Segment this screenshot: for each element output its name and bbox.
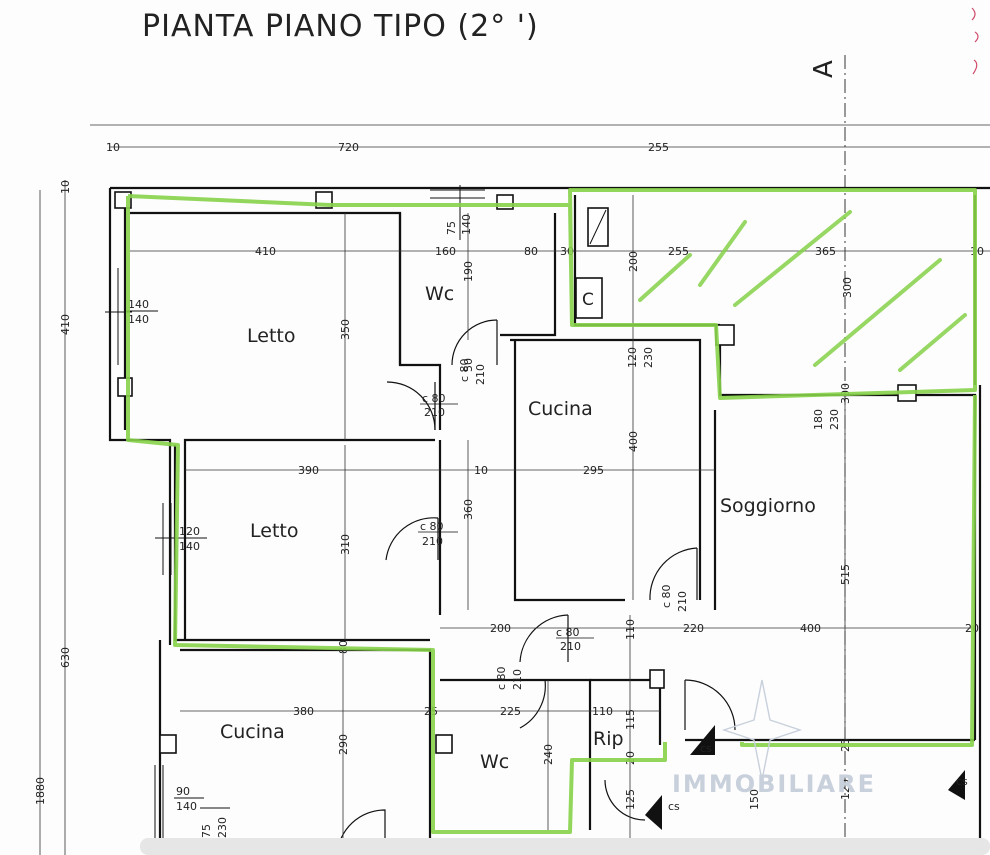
window-dim: 180 xyxy=(812,409,825,430)
dim-label: 1880 xyxy=(34,777,47,805)
dim-label: 240 xyxy=(542,744,555,765)
window-dim: 230 xyxy=(216,817,229,838)
dim-label: 50 xyxy=(462,358,475,372)
room-label-letto: Letto xyxy=(247,325,295,347)
dim-label: 300 xyxy=(841,277,854,298)
window-dim: 120 xyxy=(626,347,639,368)
dim-label: 110 xyxy=(592,705,613,718)
dimension-lines xyxy=(130,195,990,855)
window-dim: 140 xyxy=(128,298,149,311)
door-dim: 210 xyxy=(560,640,581,653)
plan-title: PIANTA PIANO TIPO (2° ') xyxy=(142,9,539,44)
room-label-cavedio: C xyxy=(582,290,594,310)
dim-label: 365 xyxy=(815,245,836,258)
window-dim: 230 xyxy=(828,409,841,430)
dim-label: 400 xyxy=(800,622,821,635)
window-dim: 140 xyxy=(128,313,149,326)
stair-markers xyxy=(645,725,965,830)
dim-label: 225 xyxy=(500,705,521,718)
room-label-ripostiglio: Rip xyxy=(593,728,624,750)
door-dim: c 80 xyxy=(556,626,580,639)
dim-label: 110 xyxy=(624,619,637,640)
watermark-star-icon xyxy=(721,679,803,781)
window-dim: 75 xyxy=(200,824,213,838)
door-dim: 210 xyxy=(424,406,445,419)
door-dim: c 80 xyxy=(660,584,673,608)
dim-label: 120 xyxy=(839,779,852,800)
dim-label: 80 xyxy=(524,245,538,258)
door-dim: c 80 xyxy=(420,520,444,533)
room-label-cucina: Cucina xyxy=(220,721,285,743)
dim-label: 255 xyxy=(668,245,689,258)
window-dim: 230 xyxy=(642,347,655,368)
dim-label: 350 xyxy=(339,319,352,340)
room-label-wc: Wc xyxy=(480,751,509,773)
dim-label: 390 xyxy=(298,464,319,477)
dim-label: 125 xyxy=(624,789,637,810)
room-label-cucina: Cucina xyxy=(528,398,593,420)
room-label-letto: Letto xyxy=(250,520,298,542)
dim-label: 10 xyxy=(474,464,488,477)
dim-label: 220 xyxy=(683,622,704,635)
scan-edge xyxy=(140,838,990,855)
dim-label: 10 xyxy=(59,180,72,194)
dim-label: 200 xyxy=(627,251,640,272)
window-dim: 140 xyxy=(460,214,473,235)
cavedio-box xyxy=(575,277,603,319)
stair-label: cs xyxy=(700,742,712,755)
dim-label: 310 xyxy=(339,534,352,555)
dim-label: 150 xyxy=(748,789,761,810)
window-dim: 75 xyxy=(445,221,458,235)
dim-label: 360 xyxy=(462,499,475,520)
door-dim: c 80 xyxy=(422,392,446,405)
dim-label: 160 xyxy=(435,245,456,258)
dim-label: 200 xyxy=(490,622,511,635)
dim-label: 410 xyxy=(59,314,72,335)
watermark-text: IMMOBILIARE xyxy=(672,770,876,798)
door-dim: c 80 xyxy=(495,666,508,690)
dim-label: 380 xyxy=(293,705,314,718)
room-label-wc: Wc xyxy=(425,283,454,305)
section-marker: A xyxy=(809,60,839,78)
doors xyxy=(336,319,736,855)
dim-label: 190 xyxy=(462,261,475,282)
unit-outline xyxy=(126,188,977,834)
dim-label: 115 xyxy=(624,709,637,730)
room-label-soggiorno: Soggiorno xyxy=(720,495,816,517)
dim-label: 400 xyxy=(627,431,640,452)
dim-label: 10 xyxy=(106,141,120,154)
door-dim: 210 xyxy=(422,535,443,548)
window-dim: 140 xyxy=(179,540,200,553)
window-dim: 140 xyxy=(176,800,197,813)
dim-label: 295 xyxy=(583,464,604,477)
windows xyxy=(105,185,485,840)
dim-label: 290 xyxy=(337,734,350,755)
dim-label: 630 xyxy=(59,647,72,668)
balcony-hatching xyxy=(638,210,967,372)
dim-label: 410 xyxy=(255,245,276,258)
handwritten-note xyxy=(971,7,979,75)
door-dim: 210 xyxy=(676,591,689,612)
dim-label: 515 xyxy=(839,564,852,585)
stair-label: cs xyxy=(956,775,968,788)
stair-label: cs xyxy=(668,800,680,813)
door-dim: c 80 xyxy=(458,358,471,382)
door-dim: 210 xyxy=(474,364,487,385)
dim-label: 720 xyxy=(338,141,359,154)
door-dim: 210 xyxy=(511,669,524,690)
window-dim: 120 xyxy=(179,525,200,538)
window-dim: 90 xyxy=(176,785,190,798)
dim-label: 255 xyxy=(648,141,669,154)
